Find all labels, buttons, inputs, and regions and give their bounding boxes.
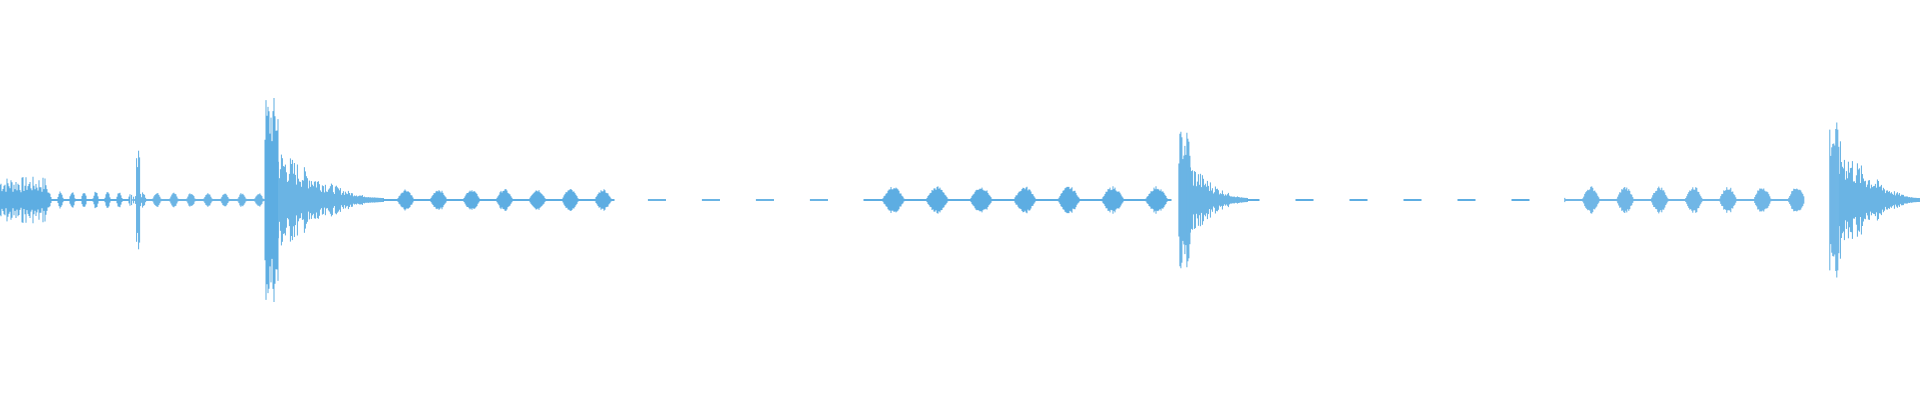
waveform-bars bbox=[0, 98, 1919, 302]
